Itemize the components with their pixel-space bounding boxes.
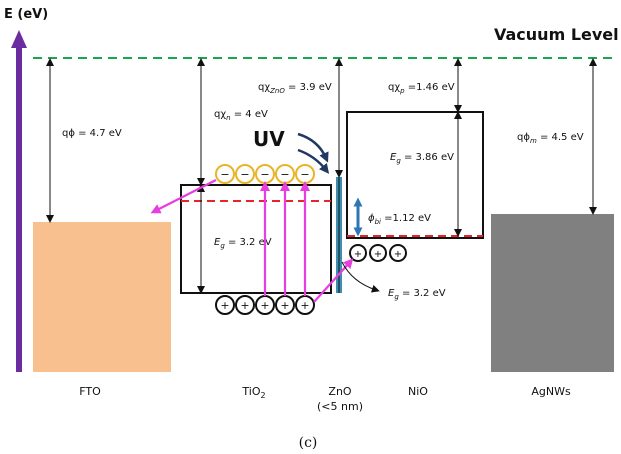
layer-label-zno-note: (<5 nm) <box>317 400 363 413</box>
electron: − <box>215 164 235 184</box>
svg-text:−: − <box>280 168 289 181</box>
layer-label-tio2: TiO2 <box>241 385 265 400</box>
built-in-potential-label: ϕbi =1.12 eV <box>368 213 431 226</box>
electron: − <box>275 164 295 184</box>
svg-text:+: + <box>374 249 382 260</box>
tio2-block <box>180 184 332 294</box>
axis-arrow-icon <box>11 30 27 48</box>
hole: + <box>369 244 387 262</box>
hole: + <box>215 295 235 315</box>
tio2-electrons: − − − − − <box>215 164 315 184</box>
hole-transfer-arrow <box>313 258 354 303</box>
agnws-work-function-label: qϕm = 4.5 eV <box>517 132 584 145</box>
svg-text:+: + <box>300 299 309 312</box>
hole: + <box>255 295 275 315</box>
svg-text:+: + <box>260 299 269 312</box>
tio2-affinity-label: qχn = 4 eV <box>214 109 268 122</box>
svg-text:−: − <box>220 168 229 181</box>
axis-label: E (eV) <box>4 7 48 22</box>
electron-transfer-arrow <box>150 179 217 214</box>
layer-label-nio: NiO <box>408 385 428 398</box>
uv-arrow <box>297 148 330 174</box>
tio2-holes: + + + + + <box>215 295 315 315</box>
tio2-bandgap-label: Eg = 3.2 eV <box>214 237 272 250</box>
layer-label-agnws: AgNWs <box>531 385 571 398</box>
svg-text:+: + <box>280 299 289 312</box>
nio-bandgap-label: Eg = 3.86 eV <box>390 152 454 165</box>
zno-affinity-label: qχZnO = 3.9 eV <box>258 82 332 95</box>
uv-arrow <box>297 132 329 163</box>
svg-text:+: + <box>220 299 229 312</box>
svg-text:+: + <box>240 299 249 312</box>
hole: + <box>275 295 295 315</box>
agnws-block <box>491 214 614 372</box>
electron: − <box>235 164 255 184</box>
nio-holes: + + + <box>349 244 407 262</box>
layer-label-fto: FTO <box>79 385 101 398</box>
svg-text:+: + <box>394 249 402 260</box>
fto-work-function-label: qϕ = 4.7 eV <box>62 128 122 139</box>
nio-affinity-label: qχp =1.46 eV <box>388 82 455 95</box>
fto-block <box>33 222 171 372</box>
hole: + <box>389 244 407 262</box>
zno-bandgap-pointer <box>341 261 380 293</box>
hole: + <box>349 244 367 262</box>
electron: − <box>255 164 275 184</box>
excitation-arrows <box>150 179 354 303</box>
hole: + <box>235 295 255 315</box>
svg-text:−: − <box>260 168 269 181</box>
hole: + <box>295 295 315 315</box>
svg-text:−: − <box>300 168 309 181</box>
svg-text:−: − <box>240 168 249 181</box>
uv-label: UV <box>253 127 285 151</box>
svg-text:+: + <box>354 249 362 260</box>
energy-axis <box>11 30 27 372</box>
vacuum-level-label: Vacuum Level <box>494 25 619 44</box>
nio-block <box>346 111 484 239</box>
layer-label-zno: ZnO <box>328 385 352 398</box>
zno-bandgap-label: Eg = 3.2 eV <box>388 288 446 301</box>
electron: − <box>295 164 315 184</box>
figure-caption: (c) <box>299 435 318 451</box>
